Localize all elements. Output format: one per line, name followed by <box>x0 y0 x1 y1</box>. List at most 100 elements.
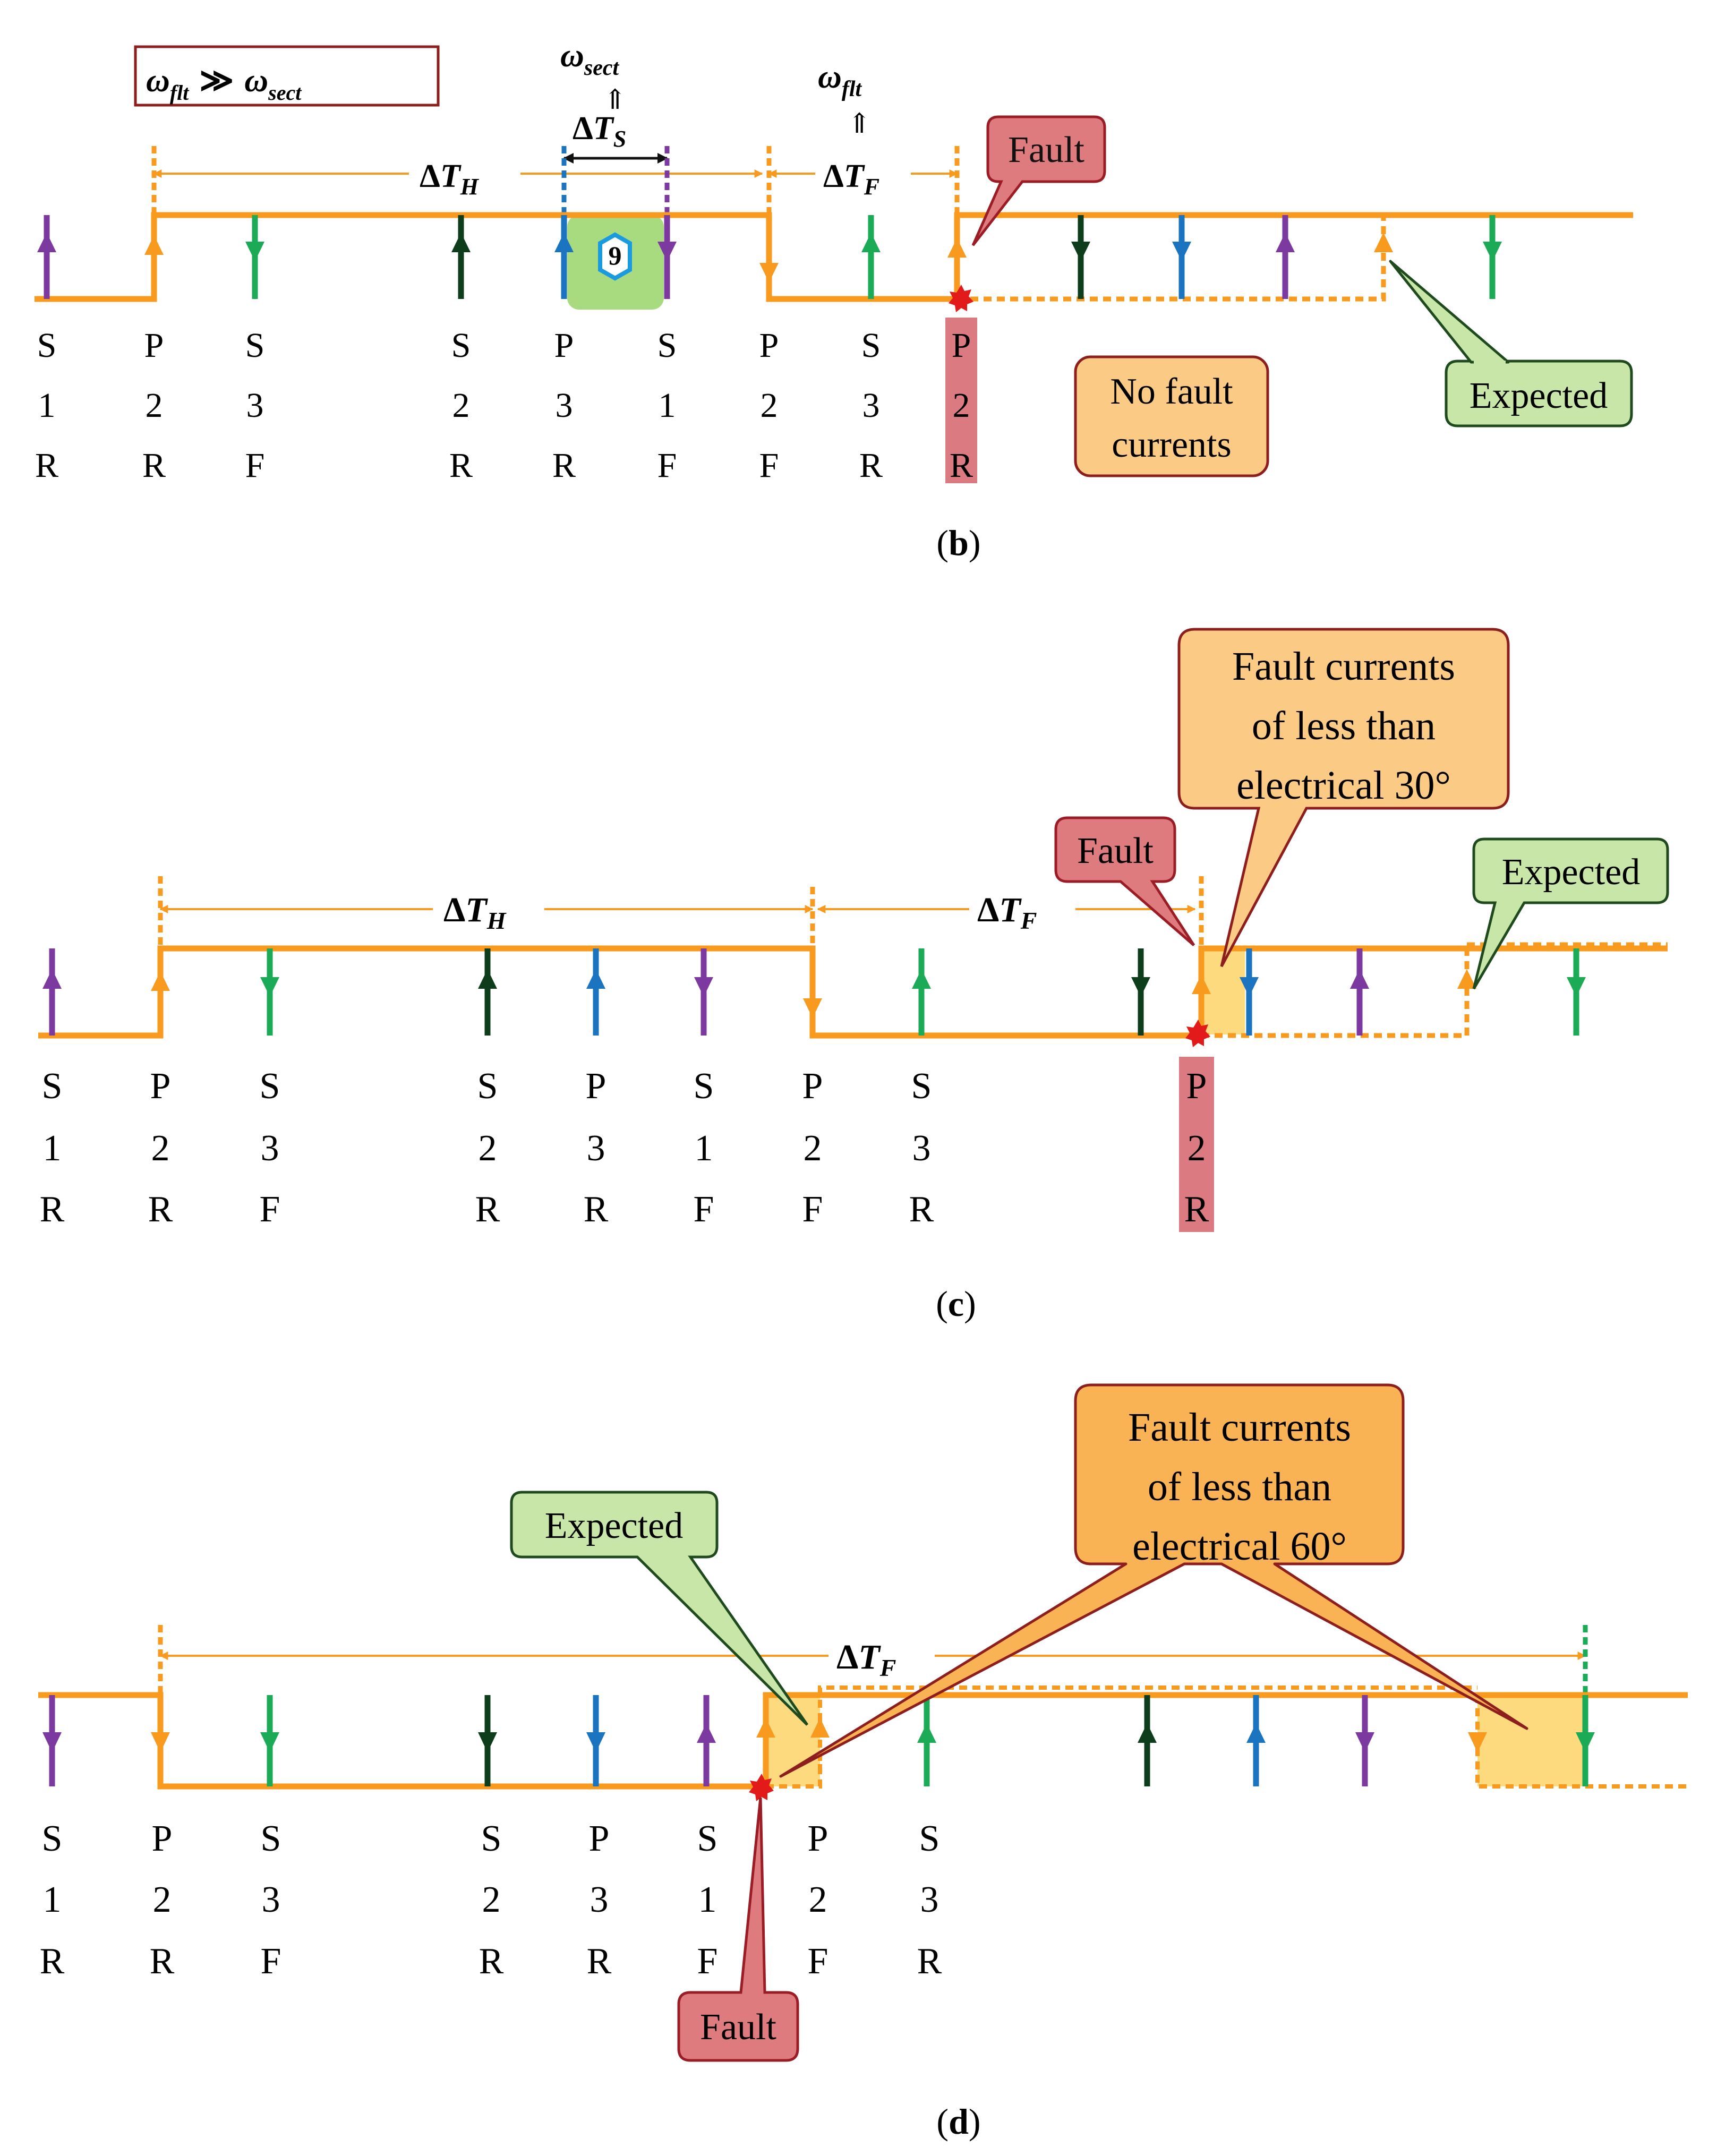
arrow-up-icon <box>1457 969 1476 989</box>
fault-event-highlight <box>1179 1057 1214 1232</box>
event-label: 2 <box>809 1879 827 1920</box>
note-line: Fault currents <box>1232 644 1455 689</box>
event-label: 3 <box>862 386 880 425</box>
event-label: R <box>552 446 576 485</box>
event-label: S <box>477 1066 498 1107</box>
event-label: 3 <box>246 386 264 425</box>
expected-waveform <box>957 215 1386 302</box>
expected-callout <box>510 1491 809 1726</box>
event-arrows <box>37 215 1502 299</box>
ratio-box <box>134 45 440 107</box>
event-label: R <box>479 1941 504 1982</box>
omega-sect-label: ωsect <box>560 38 619 80</box>
event-label: 1 <box>698 1879 717 1920</box>
event-arrows <box>42 948 1586 1036</box>
event-label: 2 <box>146 386 163 425</box>
event-label: 2 <box>153 1879 172 1920</box>
event-label: S <box>260 1066 280 1107</box>
fault-event-highlight <box>945 318 977 483</box>
event-label: S <box>697 1818 718 1859</box>
event-label: R <box>1184 1189 1209 1230</box>
arrow-up-icon <box>1374 233 1393 252</box>
event-label: 2 <box>761 386 778 425</box>
expected-callout-label: Expected <box>1470 375 1608 416</box>
panel-c: ΔTH ΔTF <box>38 628 1669 1324</box>
event-label: 3 <box>261 1128 279 1169</box>
omega-flt-label: ωflt <box>818 59 862 101</box>
event-label: S <box>261 1818 281 1859</box>
expected-callout-label: Expected <box>1502 852 1640 893</box>
arrow-down-icon <box>1468 1732 1487 1752</box>
event-label: R <box>40 1189 65 1230</box>
note-line: No fault <box>1110 371 1233 412</box>
expected-callout-label: Expected <box>545 1505 683 1546</box>
event-label: F <box>260 1189 280 1230</box>
event-label: 3 <box>912 1128 931 1169</box>
event-label: 2 <box>953 386 970 425</box>
event-label: F <box>657 446 677 485</box>
event-label: R <box>40 1941 65 1982</box>
fault-callout <box>677 1797 799 2062</box>
hexagon-icon <box>598 232 632 281</box>
event-label: R <box>449 446 473 485</box>
event-label: R <box>35 446 58 485</box>
event-label: 1 <box>43 1128 62 1169</box>
expected-waveform <box>1475 1695 1688 1789</box>
fault-current-note <box>1177 628 1510 968</box>
panel-b: ωflt≫ωsect ωsect ⇑ ΔTS ωflt ⇑ ΔTH ΔTF 9 <box>35 38 1633 563</box>
event-label: 3 <box>590 1879 609 1920</box>
delta-th-label: ΔTH <box>420 158 480 200</box>
note-line: electrical 30° <box>1236 763 1451 808</box>
event-label: S <box>657 326 677 365</box>
panel-d: ΔTF S 1R <box>38 1383 1688 2142</box>
event-label: R <box>859 446 883 485</box>
event-label: R <box>917 1941 942 1982</box>
note-line: currents <box>1112 424 1231 465</box>
event-label: 1 <box>695 1128 713 1169</box>
expected-callout <box>1472 837 1669 990</box>
note-line: electrical 60° <box>1132 1524 1347 1569</box>
expected-callout <box>1445 360 1633 427</box>
event-label: 2 <box>804 1128 822 1169</box>
event-labels: S1R P2R S3F S2R P3R S1F P2F S3R <box>40 1818 942 1982</box>
note-line: of less than <box>1252 704 1436 748</box>
event-label: F <box>808 1941 828 1982</box>
event-label: R <box>150 1941 175 1982</box>
fault-current-note <box>779 1383 1528 1778</box>
hall-signal-waveform <box>35 212 1633 302</box>
event-label: 2 <box>1188 1128 1206 1169</box>
event-label: P <box>802 1066 823 1107</box>
event-labels: S1R P2R S3F S2R P3R S1F P2F S3R P2R <box>40 1066 1209 1230</box>
hall-signal-waveform <box>38 945 1668 1039</box>
event-label: 2 <box>452 386 470 425</box>
delta-tf-label: ΔTF <box>977 891 1037 934</box>
fault-callout-label: Fault <box>1008 130 1084 170</box>
hall-signal-waveform <box>38 1692 1688 1790</box>
event-label: P <box>586 1066 606 1107</box>
event-label: F <box>245 446 265 485</box>
delta-ts-label: ΔTS <box>573 110 626 152</box>
panel-caption: (b) <box>936 523 980 563</box>
event-label: F <box>759 446 779 485</box>
event-label: 3 <box>920 1879 939 1920</box>
event-label: 1 <box>43 1879 62 1920</box>
note-line: of less than <box>1148 1465 1331 1509</box>
delta-tf-label: ΔTF <box>836 1638 896 1681</box>
event-label: R <box>142 446 166 485</box>
event-label: F <box>261 1941 281 1982</box>
event-label: P <box>150 1066 171 1107</box>
double-up-arrow-icon: ⇑ <box>848 109 871 139</box>
delta-tf-label: ΔTF <box>823 158 879 200</box>
event-label: 3 <box>556 386 573 425</box>
expected-waveform <box>766 1686 1477 1789</box>
event-label: 1 <box>38 386 56 425</box>
event-label: 3 <box>262 1879 280 1920</box>
event-label: P <box>952 326 971 365</box>
panel-caption: (d) <box>936 2101 980 2142</box>
panel-caption: (c) <box>936 1284 976 1324</box>
event-label: R <box>909 1189 934 1230</box>
event-label: P <box>808 1818 828 1859</box>
event-label: R <box>475 1189 500 1230</box>
event-label: 3 <box>587 1128 605 1169</box>
